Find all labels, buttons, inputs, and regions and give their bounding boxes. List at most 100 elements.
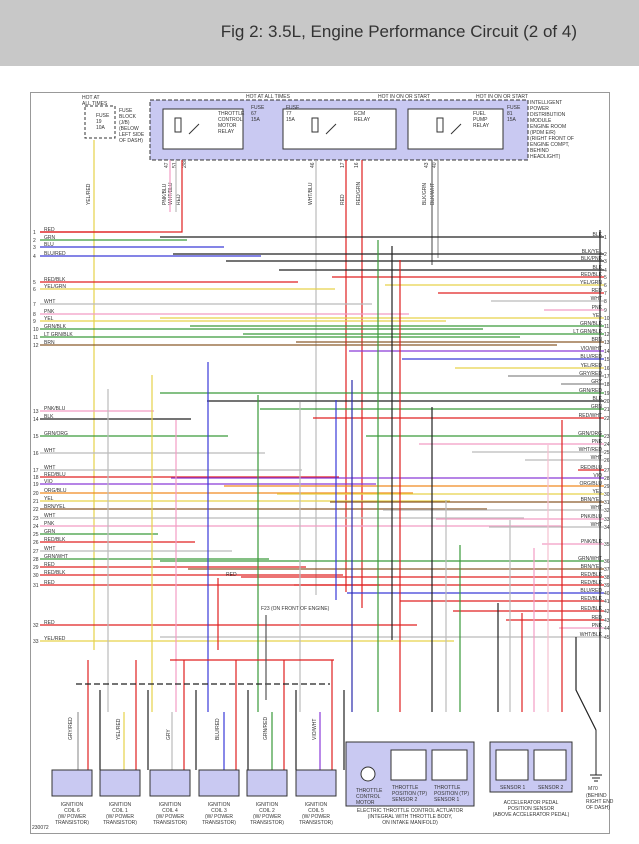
coil-wire-label: BLU/RED bbox=[215, 718, 221, 740]
right-wire-label: VIO bbox=[593, 473, 602, 479]
right-wire-number: 18 bbox=[604, 382, 610, 388]
coil-wire-label: GRY/RED bbox=[68, 717, 74, 740]
coil-wire-label: GRY bbox=[166, 729, 172, 740]
tp-sensor-2-label: POSITION (TP) bbox=[392, 791, 427, 797]
right-wire-label: GRN/WHT bbox=[578, 556, 602, 562]
right-wire-label: BLK/YEL bbox=[582, 249, 603, 255]
coil-sub-2: TRANSISTOR) bbox=[299, 820, 333, 826]
right-wire-number: 21 bbox=[604, 407, 610, 413]
left-wire-label: RED bbox=[44, 227, 55, 233]
right-wire-number: 32 bbox=[604, 508, 610, 514]
right-wire-number: 29 bbox=[604, 484, 610, 490]
red-wire-label: RED bbox=[226, 572, 237, 578]
left-wire-number: 1 bbox=[33, 230, 36, 236]
top-wire-label: PNK/BLU bbox=[162, 183, 168, 205]
relay-switch-icon bbox=[311, 117, 337, 135]
right-wire-number: 7 bbox=[604, 291, 607, 297]
left-wire-label: ORG/BLU bbox=[44, 488, 67, 494]
left-wire-label: RED/BLK bbox=[44, 570, 66, 576]
left-wire-label: WHT bbox=[44, 299, 55, 305]
left-wire-label: WHT bbox=[44, 465, 55, 471]
right-wire-label: WHT/BLK bbox=[580, 632, 603, 638]
left-wire-number: 28 bbox=[33, 557, 39, 563]
right-wire-number: 33 bbox=[604, 517, 610, 523]
fuse-19-label: 19 bbox=[96, 119, 102, 125]
header-bar: Fig 2: 3.5L, Engine Performance Circuit … bbox=[0, 0, 639, 66]
coil-name: IGNITION bbox=[159, 802, 182, 808]
right-wire-number: 1 bbox=[604, 235, 607, 241]
hot-at-all-times-label: ALL TIMES bbox=[82, 101, 108, 107]
right-wire-label: PNK bbox=[592, 439, 603, 445]
right-wire-number: 42 bbox=[604, 609, 610, 615]
throttle-motor-relay-label: RELAY bbox=[218, 129, 235, 135]
top-wire-label: WHT/BLU bbox=[168, 182, 174, 205]
tp-sensor-1-label: THROTTLE bbox=[434, 785, 461, 791]
right-wire-label: RED/BLK bbox=[581, 606, 603, 612]
left-wire-number: 17 bbox=[33, 468, 39, 474]
right-wire-number: 26 bbox=[604, 458, 610, 464]
right-wire-number: 17 bbox=[604, 374, 610, 380]
throttle-actuator-caption: ELECTRIC THROTTLE CONTROL ACTUATOR bbox=[357, 808, 464, 814]
ipdm-label: (RIGHT FRONT OF bbox=[530, 136, 574, 142]
fuel-pump-relay-label: FUEL bbox=[473, 111, 486, 117]
app-sensor-2-label: SENSOR 2 bbox=[538, 785, 564, 791]
ipdm-label: ENGINE COMPT, bbox=[530, 142, 569, 148]
coil-sub: (W/ POWER bbox=[253, 814, 281, 820]
right-wire-number: 36 bbox=[604, 559, 610, 565]
tp-sensor-2-label: SENSOR 2 bbox=[392, 797, 418, 803]
coil-name: IGNITION bbox=[61, 802, 84, 808]
right-wire-number: 5 bbox=[604, 275, 607, 281]
coil-number: COIL 4 bbox=[162, 808, 178, 814]
ignition-coil-box bbox=[198, 769, 240, 797]
right-wire-number: 44 bbox=[604, 626, 610, 632]
right-wire-number: 9 bbox=[604, 308, 607, 314]
right-wire-number: 28 bbox=[604, 476, 610, 482]
top-wire-label: YEL/RED bbox=[86, 183, 92, 205]
relay-switch-icon bbox=[436, 117, 462, 135]
left-wire-label: WHT bbox=[44, 448, 55, 454]
ground-m70 bbox=[590, 730, 602, 782]
right-wire-label: YEL bbox=[593, 313, 603, 319]
right-wire-label: BRN/YEL bbox=[581, 564, 603, 570]
ground-location-label: (BEHIND bbox=[586, 793, 607, 799]
right-wire-number: 25 bbox=[604, 450, 610, 456]
ecm-relay-label: RELAY bbox=[354, 117, 371, 123]
tp-sensor-2-label: THROTTLE bbox=[392, 785, 419, 791]
right-wire-label: WHT/RED bbox=[579, 447, 603, 453]
left-wire-number: 19 bbox=[33, 482, 39, 488]
left-wire-label: WHT bbox=[44, 513, 55, 519]
left-wire-label: GRN bbox=[44, 529, 56, 535]
right-wire-label: RED bbox=[591, 288, 602, 294]
coil-sub: (W/ POWER bbox=[302, 814, 330, 820]
coil-sub: (W/ POWER bbox=[58, 814, 86, 820]
app-sensor-caption: ACCELERATOR PEDAL bbox=[504, 800, 559, 806]
left-wire-label: GRN/ORG bbox=[44, 431, 68, 437]
right-wire-label: RED bbox=[591, 615, 602, 621]
coil-number: COIL 3 bbox=[211, 808, 227, 814]
fuse-19-label: 10A bbox=[96, 125, 106, 131]
right-wire-label: RED/BLK bbox=[581, 580, 603, 586]
right-wire-number: 8 bbox=[604, 299, 607, 305]
coil-name: IGNITION bbox=[208, 802, 231, 808]
app-sensor-caption: (ABOVE ACCELERATOR PEDAL) bbox=[493, 812, 570, 818]
left-wire-number: 7 bbox=[33, 302, 36, 308]
right-wire-number: 19 bbox=[604, 391, 610, 397]
connector-pin-46: 46 bbox=[310, 162, 316, 168]
throttle-motor-relay-label: CONTROL bbox=[218, 117, 243, 123]
top-wire-label: WHT/BLU bbox=[308, 182, 314, 205]
right-wire-label: BLK/PNK bbox=[581, 256, 603, 262]
ground-location-label: RIGHT END bbox=[586, 799, 614, 805]
left-wire-number: 18 bbox=[33, 475, 39, 481]
left-wire-number: 14 bbox=[33, 417, 39, 423]
fuse-19-label: FUSE bbox=[96, 113, 110, 119]
throttle-motor-label: THROTTLE bbox=[356, 788, 383, 794]
figure-id: 230072 bbox=[32, 825, 49, 831]
right-wire-number: 6 bbox=[604, 283, 607, 289]
right-wire-label: BLK bbox=[593, 265, 603, 271]
right-wire-number: 13 bbox=[604, 340, 610, 346]
left-wire-number: 11 bbox=[33, 335, 38, 341]
right-wire-number: 3 bbox=[604, 259, 607, 265]
throttle-actuator-caption: ON INTAKE MANIFOLD) bbox=[382, 820, 438, 826]
fuse-block-label: OF DASH) bbox=[119, 138, 143, 144]
